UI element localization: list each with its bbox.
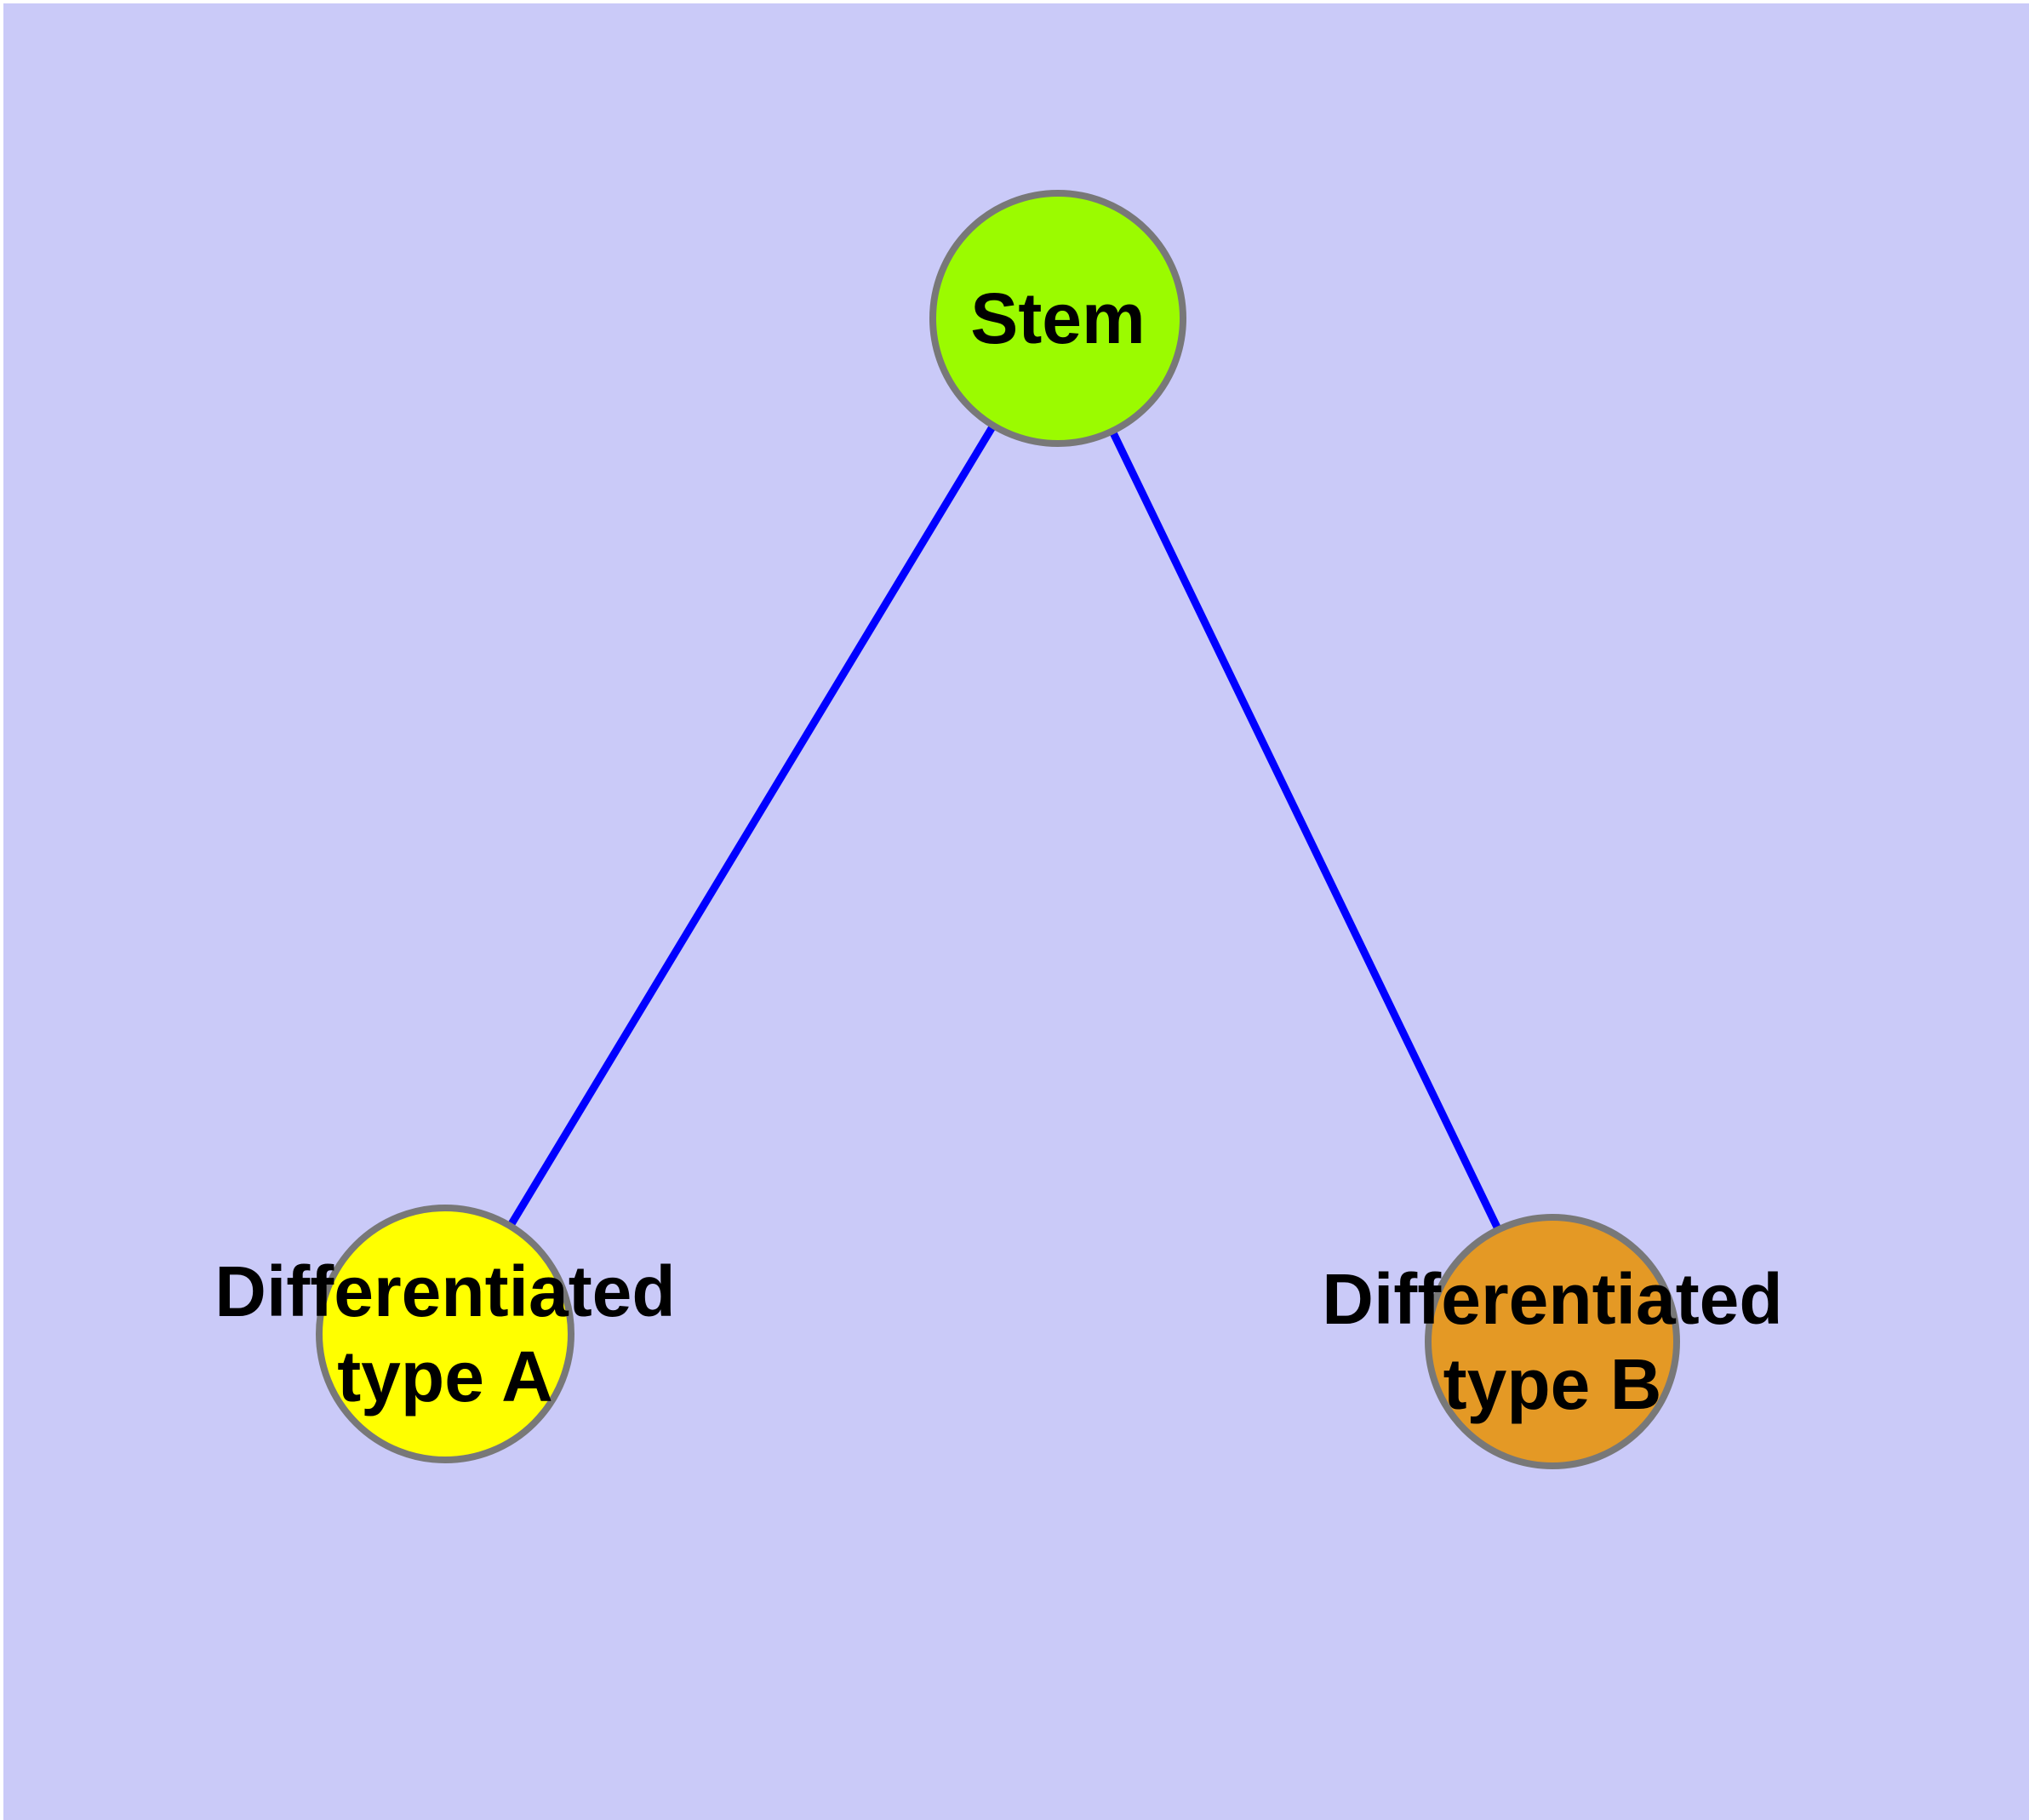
node-stem-circle (929, 190, 1186, 447)
edge-stem-to-type-a (442, 316, 1061, 1336)
diagram-canvas: Stem Differentiated type A Differentiate… (3, 3, 2029, 1820)
edges-layer (442, 316, 1557, 1343)
node-differentiated-type-b-circle (1425, 1214, 1680, 1469)
edge-stem-to-type-b (1054, 317, 1557, 1343)
node-differentiated-type-a-circle (316, 1205, 574, 1463)
